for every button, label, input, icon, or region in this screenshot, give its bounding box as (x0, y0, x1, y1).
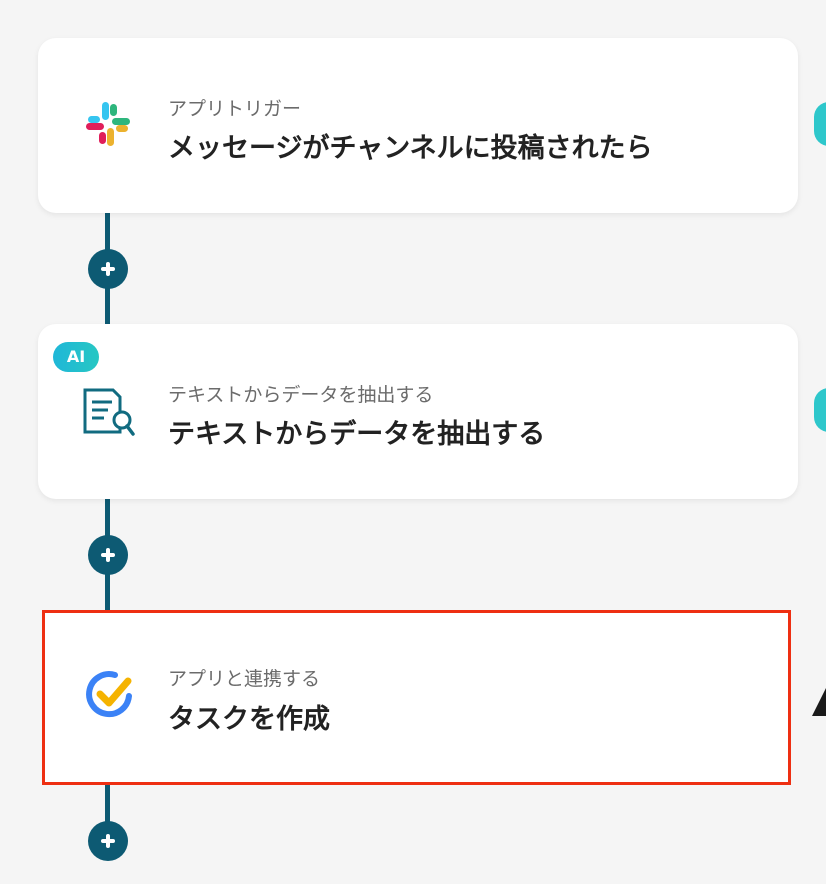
step-title: タスクを作成 (168, 704, 330, 735)
step-title: メッセージがチャンネルに投稿されたら (168, 133, 653, 164)
connector-line-3 (105, 783, 110, 828)
slack-icon (80, 96, 136, 152)
step-type-label: テキストからデータを抽出する (168, 384, 434, 406)
step-type-label: アプリトリガー (168, 98, 302, 120)
step-card-create-task[interactable]: アプリと連携する タスクを作成 (42, 610, 791, 785)
step-status-indicator-1 (814, 102, 826, 146)
task-check-icon (83, 666, 139, 722)
add-step-button-3[interactable] (88, 821, 128, 861)
document-search-icon (80, 382, 136, 438)
warning-icon (812, 684, 826, 716)
add-step-button-2[interactable] (88, 535, 128, 575)
ai-badge: AI (53, 342, 99, 372)
step-status-indicator-2 (814, 388, 826, 432)
step-type-label: アプリと連携する (168, 668, 321, 690)
step-card-extract-data[interactable]: テキストからデータを抽出する テキストからデータを抽出する (38, 324, 798, 499)
step-card-slack-trigger[interactable]: アプリトリガー メッセージがチャンネルに投稿されたら (38, 38, 798, 213)
step-title: テキストからデータを抽出する (168, 419, 546, 450)
add-step-button-1[interactable] (88, 249, 128, 289)
